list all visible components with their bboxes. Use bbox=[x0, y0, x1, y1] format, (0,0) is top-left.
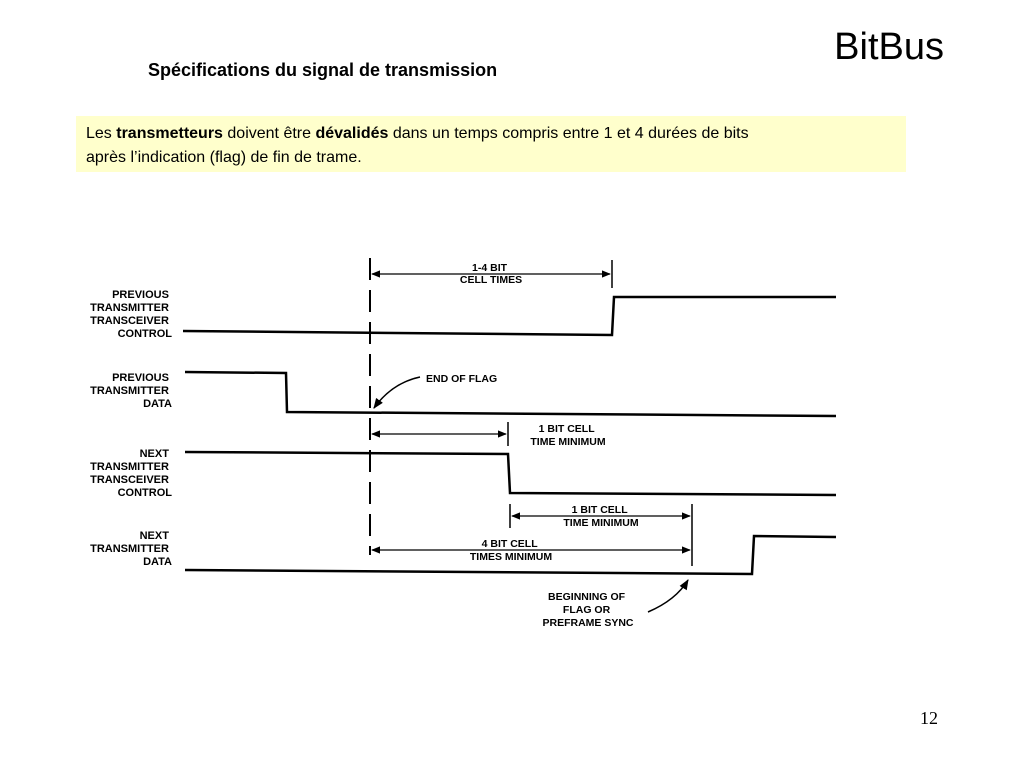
slide-title: BitBus bbox=[834, 26, 944, 68]
annotation-end-of-flag: END OF FLAG bbox=[426, 373, 497, 385]
note-text-3: dans un temps compris entre 1 et 4 durée… bbox=[388, 125, 749, 142]
signal-label-prev-data: PREVIOUS TRANSMITTER DATA bbox=[90, 372, 172, 410]
note-box: Les transmetteurs doivent être dévalidés… bbox=[76, 116, 906, 172]
annotation-beginning-of-flag: BEGINNING OF FLAG OR PREFRAME SYNC bbox=[542, 591, 633, 629]
waveform-next-data bbox=[184, 534, 837, 576]
note-bold-2: dévalidés bbox=[315, 125, 389, 142]
annotation-1-bit-b: 1 BIT CELL TIME MINIMUM bbox=[563, 504, 638, 529]
note-bold-1: transmetteurs bbox=[116, 125, 223, 142]
note-text-1: Les bbox=[86, 125, 117, 142]
end-of-flag-arrow bbox=[373, 376, 421, 409]
beginning-of-flag-arrow bbox=[647, 579, 689, 613]
signal-label-next-ctrl: NEXT TRANSMITTER TRANSCEIVER CONTROL bbox=[90, 448, 172, 499]
waveform-prev-ctrl bbox=[182, 295, 836, 337]
note-text-2: doivent être bbox=[222, 125, 316, 142]
annotation-4-bit: 4 BIT CELL TIMES MINIMUM bbox=[470, 538, 552, 563]
signal-label-next-data: NEXT TRANSMITTER DATA bbox=[90, 530, 172, 568]
annotation-bit-range: 1-4 BIT CELL TIMES bbox=[460, 262, 522, 286]
note-text-4: après l’indication (flag) de fin de tram… bbox=[86, 149, 362, 166]
page-number: 12 bbox=[920, 708, 938, 728]
signal-label-prev-ctrl: PREVIOUS TRANSMITTER TRANSCEIVER CONTROL bbox=[90, 289, 172, 340]
waveform-next-ctrl bbox=[184, 450, 837, 497]
slide-subtitle: Spécifications du signal de transmission bbox=[148, 60, 498, 80]
waveform-prev-data bbox=[184, 370, 837, 418]
annotation-1-bit-a: 1 BIT CELL TIME MINIMUM bbox=[530, 423, 605, 448]
